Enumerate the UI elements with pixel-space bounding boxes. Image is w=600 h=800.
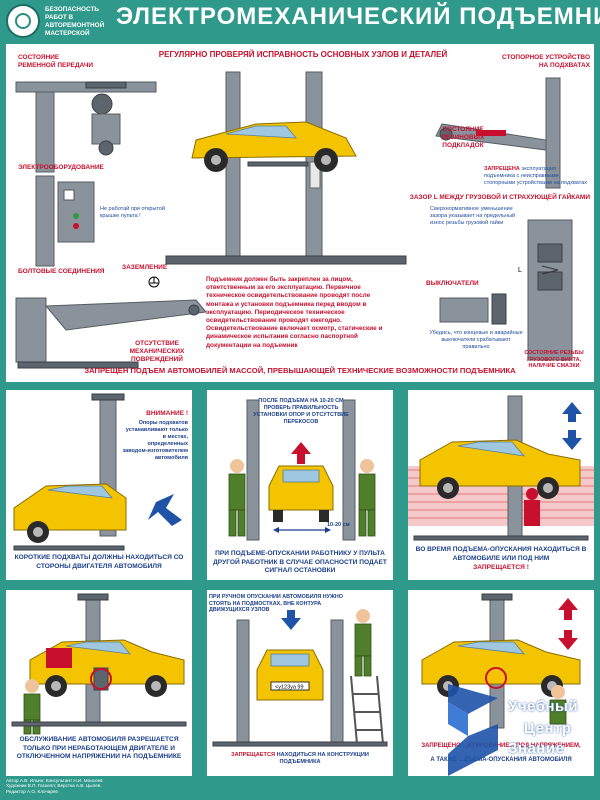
license-plate: <у123уа 99 — [275, 685, 304, 691]
panel-no-repairs-line1: ЗАПРЕЩЕНО ...НТИРОВАНИЕ... ПОД НАПРЯЖЕНИ… — [421, 743, 581, 749]
label-grounding: ЗАЗЕМЛЕНИЕ — [122, 264, 168, 271]
panel-check-supports: ПОСЛЕ ПОДЪЕМА НА 10-20 СМ ПРОВЕРЬ ПРАВИЛ… — [207, 390, 393, 580]
panel-no-repairs-illustration — [421, 593, 581, 729]
poster-title: ЭЛЕКТРОМЕХАНИЧЕСКИЙ ПОДЪЕМНИК — [116, 3, 600, 30]
label-switches: ВЫКЛЮЧАТЕЛИ — [426, 280, 479, 287]
credits-line2: Художник В.П. Гаскелл; Верстка А.В. Цыле… — [6, 783, 101, 789]
panel-manual-lowering-caption: ЗАПРЕЩАЕТСЯ НАХОДИТЬСЯ НА КОНСТРУКЦИИ ПО… — [211, 752, 389, 766]
base-and-arm-illustration — [15, 297, 207, 369]
label-bolts: БОЛТОВЫЕ СОЕДИНЕНИЯ — [18, 268, 105, 275]
panel-check-supports-caption: ПРИ ПОДЪЕМЕ-ОПУСКАНИИ РАБОТНИКУ У ПУЛЬТА… — [213, 550, 387, 574]
note-stopper-forbidden: ЗАПРЕЩЕНА эксплуатация подъемника с неис… — [484, 166, 588, 187]
control-box-illustration — [35, 175, 95, 267]
label-rubber-pads: СОСТОЯНИЕ РЕЗИНОВЫХ ПОДКЛАДОК — [441, 126, 485, 149]
brand-line2: Центр — [524, 720, 572, 737]
brand-watermark: Учебный Центр Знание — [408, 680, 598, 780]
forbidden-rest: НАХОДИТЬСЯ НА КОНСТРУКЦИИ ПОДЪЕМНИКА — [276, 752, 369, 765]
panel-service-off-caption: ОБСЛУЖИВАНИЕ АВТОМОБИЛЯ РАЗРЕШАЕТСЯ ТОЛЬ… — [16, 736, 182, 760]
panel-short-arms: ВНИМАНИЕ ! Опоры подхватов устанавливают… — [6, 390, 192, 580]
panel-no-people-forbidden: ЗАПРЕЩАЕТСЯ ! — [473, 564, 529, 571]
attention-label: ВНИМАНИЕ ! — [146, 410, 188, 417]
label-mechanical-damage: ОТСУТСТВИЕ МЕХАНИЧЕСКИХ ПОВРЕЖДЕНИЙ — [129, 340, 185, 363]
panel-no-people-illustration — [408, 395, 594, 541]
note-gap: Сверхнормативное уменьшение зазора указы… — [430, 206, 516, 226]
header-subtitle: Безопасность работ в авторемонтной масте… — [45, 6, 105, 37]
label-electrical: ЭЛЕКТРООБОРУДОВАНИЕ — [18, 164, 104, 171]
panel-service-off: ОБСЛУЖИВАНИЕ АВТОМОБИЛЯ РАЗРЕШАЕТСЯ ТОЛЬ… — [6, 590, 192, 776]
panel-service-off-illustration — [11, 593, 187, 735]
panel-no-people: ВО ВРЕМЯ ПОДЪЕМА-ОПУСКАНИЯ НАХОДИТЬСЯ В … — [408, 390, 594, 580]
panel-short-arms-illustration — [13, 393, 182, 551]
center-lift-illustration — [165, 71, 407, 265]
brand-line3: Знание — [508, 740, 565, 757]
organization-logo — [6, 4, 40, 38]
panel-short-arms-caption: КОРОТКИЕ ПОДХВАТЫ ДОЛЖНЫ НАХОДИТЬСЯ СО С… — [14, 554, 184, 570]
note-forbidden-rest: эксплуатация подъемника с неисправными с… — [484, 166, 588, 186]
main-panel-title: РЕГУЛЯРНО ПРОВЕРЯЙ ИСПРАВНОСТЬ ОСНОВНЫХ … — [158, 50, 448, 59]
note-panel-cover: Не работай при открытой крышке пульта ! — [100, 206, 165, 219]
label-belt-drive: СОСТОЯНИЕ РЕМЕННОЙ ПЕРЕДАЧИ — [18, 54, 94, 69]
main-panel: РЕГУЛЯРНО ПРОВЕРЯЙ ИСПРАВНОСТЬ ОСНОВНЫХ … — [6, 44, 594, 382]
panel-no-people-caption: ВО ВРЕМЯ ПОДЪЕМА-ОПУСКАНИЯ НАХОДИТЬСЯ В … — [415, 546, 587, 562]
note-forbidden-word: ЗАПРЕЩЕНА — [484, 166, 520, 172]
main-illustration: L — [15, 71, 573, 369]
limit-switch-illustration — [439, 293, 507, 325]
credits-line1: Автор А.В. Ильин; Консультант Н.И. Моисе… — [6, 778, 103, 783]
main-body-text: Подъемник должен быть закреплен за лицом… — [206, 276, 383, 349]
screw-gap-illustration: L — [518, 219, 573, 361]
label-stopper: СТОПОРНОЕ УСТРОЙСТВО НА ПОДХВАТАХ — [502, 54, 590, 69]
forbidden-word: ЗАПРЕЩАЕТСЯ — [231, 752, 276, 758]
dimension-label: 10-20 см — [327, 522, 350, 528]
credits: Автор А.В. Ильин; Консультант Н.И. Моисе… — [6, 778, 226, 794]
support-placement-note: Опоры подхватов устанавливают только в м… — [122, 420, 188, 461]
brand-logo-icon — [448, 684, 498, 776]
main-banner: ЗАПРЕЩЕН ПОДЪЕМ АВТОМОБИЛЕЙ МАССОЙ, ПРЕВ… — [84, 366, 516, 375]
label-screw-thread: СОСТОЯНИЕ РЕЗЬБЫ ГРУЗОВОГО ВИНТА, НАЛИЧИ… — [524, 350, 584, 370]
label-gap: ЗАЗОР L МЕЖДУ ГРУЗОВОЙ И СТРАХУЮЩЕЙ ГАЙК… — [409, 194, 590, 201]
note-switches: Убедись, что концевые и аварийные выключ… — [429, 330, 523, 350]
credits-line3: Редактор А.О. Клочарев — [6, 788, 58, 794]
belt-drive-illustration — [15, 81, 157, 173]
panel-no-repairs-under-power: ЗАПРЕЩЕНО ...НТИРОВАНИЕ... ПОД НАПРЯЖЕНИ… — [408, 590, 594, 776]
stopper-arm-illustration — [435, 77, 561, 189]
poster-header: Безопасность работ в авторемонтной масте… — [0, 0, 600, 40]
panel-check-supports-top-note: ПОСЛЕ ПОДЪЕМА НА 10-20 СМ ПРОВЕРЬ ПРАВИЛ… — [253, 398, 349, 425]
panel-manual-lowering-top-note: ПРИ РУЧНОМ ОПУСКАНИИ АВТОМОБИЛЯ НУЖНО СТ… — [209, 594, 343, 614]
ground-symbol — [148, 276, 160, 288]
brand-line1: Учебный — [508, 698, 579, 715]
panel-check-supports-illustration — [228, 399, 376, 541]
panel-manual-lowering: <у123уа 99 ПРИ РУЧНОМ ОПУСКАНИИ АВТОМОБИ… — [207, 590, 393, 776]
panel-no-repairs-line2: А ТАКЖЕ ...ДЪЕМА-ОПУСКАНИЯ АВТОМОБИЛЯ — [430, 757, 572, 763]
gap-symbol: L — [518, 267, 522, 274]
panel-manual-lowering-illustration: <у123уа 99 — [212, 609, 388, 747]
